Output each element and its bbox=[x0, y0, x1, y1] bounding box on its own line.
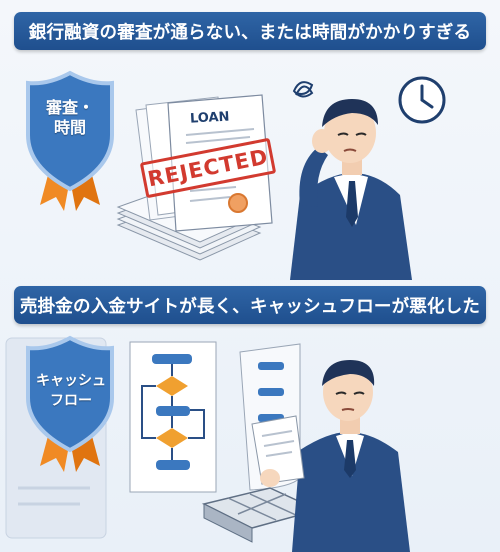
thinking-man bbox=[251, 360, 410, 552]
worried-man bbox=[290, 99, 412, 280]
clock-icon bbox=[398, 76, 446, 124]
badge-label-review: 審査・ 時間 bbox=[45, 98, 94, 137]
shield-badge-cashflow bbox=[26, 335, 114, 472]
scene-loan-rejected: 審査・ 時間 LOAN REJECTED bbox=[0, 55, 500, 280]
loan-title: LOAN bbox=[189, 109, 230, 127]
badge-label-cashflow: キャッシュ フロー bbox=[36, 373, 106, 409]
scene-cashflow-illustration bbox=[5, 335, 410, 552]
scene-cashflow: キャッシュ フロー bbox=[0, 328, 500, 552]
banner-cashflow-issue: 売掛金の入金サイトが長く、キャッシュフローが悪化した bbox=[14, 286, 486, 324]
shield-badge-review bbox=[26, 70, 114, 211]
banner-loan-issue: 銀行融資の審査が通らない、または時間がかかりすぎる bbox=[14, 12, 486, 50]
flowchart-icon bbox=[129, 341, 217, 493]
scribble-icon bbox=[292, 81, 314, 98]
